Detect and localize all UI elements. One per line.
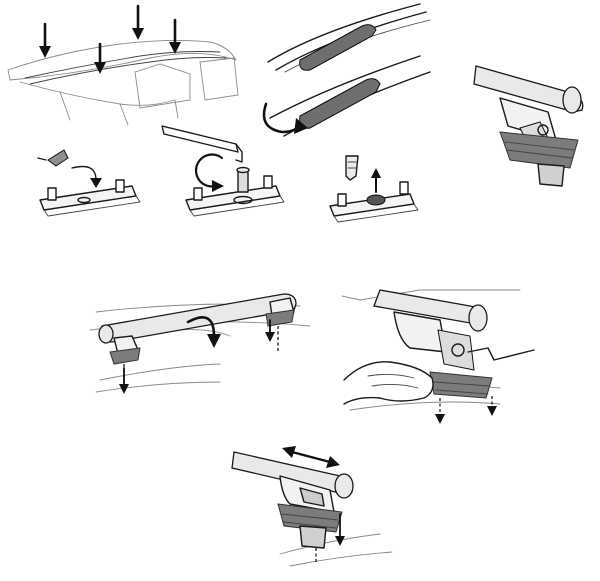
- step-hand-tighten: [341, 289, 535, 424]
- rotate-arrow-icon: [186, 316, 221, 348]
- step-car-roof-mount-points: [7, 4, 239, 126]
- step-foot-assembly-view: [473, 65, 584, 187]
- down-arrow-icon: [39, 22, 51, 58]
- down-arrow-icon: [132, 4, 144, 40]
- curved-arrow-icon: [262, 102, 308, 134]
- step-pin-insertion: [37, 149, 141, 217]
- step-slide-adjust: [231, 446, 393, 567]
- down-arrow-icon: [94, 42, 106, 74]
- rotate-arrow-icon: [194, 153, 224, 192]
- step-bar-rotation: [89, 293, 311, 394]
- step-rubber-strip-removal: [262, 3, 431, 137]
- down-arrow-icon: [169, 18, 181, 54]
- step-cap-removal: [329, 155, 419, 223]
- step-hex-key-tighten: [161, 125, 285, 217]
- double-arrow-icon: [282, 446, 340, 468]
